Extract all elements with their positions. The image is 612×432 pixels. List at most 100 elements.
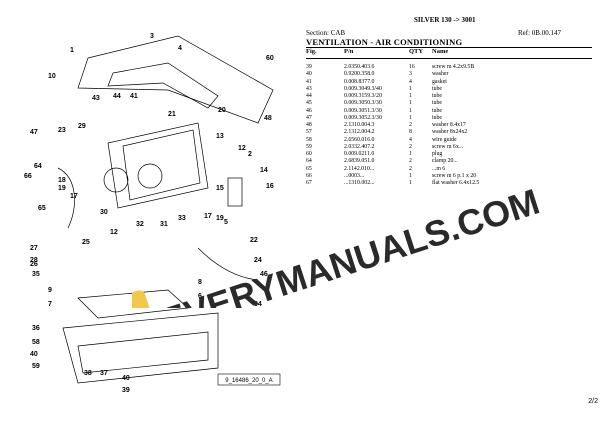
pn-cell: 0.009.3052.3/30 xyxy=(344,114,382,121)
pn-cell: 2.0350.403.6 xyxy=(344,64,375,70)
blower-fan-left xyxy=(103,167,129,193)
qty-cell: 8 xyxy=(409,129,412,136)
callout-label: 58 xyxy=(32,339,40,346)
qty-cell: 2 xyxy=(409,158,412,165)
callout-label: 23 xyxy=(58,127,66,134)
name-cell: tube xyxy=(432,93,442,99)
callout-label: 16 xyxy=(266,183,274,190)
table-row: 59 2.0332.407.2 2 screw m 6x... xyxy=(306,144,592,151)
callout-label: 66 xyxy=(24,173,32,180)
reference-number: Ref: 0B.00.147 xyxy=(518,29,561,37)
col-qty: QTY xyxy=(409,48,424,55)
name-cell: plug xyxy=(432,151,443,157)
evaporator-housing xyxy=(107,122,209,209)
callout-label: 48 xyxy=(264,115,272,122)
callout-label: 15 xyxy=(216,185,224,192)
callout-label: 28 xyxy=(30,257,38,264)
callout-label: 27 xyxy=(30,245,38,252)
fig-cell: 39 xyxy=(306,64,312,70)
qty-cell: 2 xyxy=(409,143,412,150)
qty-cell: 16 xyxy=(409,64,415,70)
callout-label: 64 xyxy=(34,163,42,170)
col-name: Name xyxy=(432,48,449,55)
name-cell: screw m 6x... xyxy=(432,143,464,150)
fig-cell: 57 xyxy=(306,129,312,136)
fig-cell: 64 xyxy=(306,158,312,165)
callout-label: 20 xyxy=(218,107,226,114)
fig-cell: 66 xyxy=(306,172,312,179)
callout-label: 30 xyxy=(100,209,108,216)
callout-label: 5 xyxy=(224,219,228,226)
name-cell: ...m 6 xyxy=(432,165,446,172)
name-cell: tube xyxy=(432,100,442,107)
fig-cell: 67 xyxy=(306,180,312,186)
pn-cell: 0.9200.358.0 xyxy=(344,71,375,78)
pn-cell: 2.6560.016.0 xyxy=(344,136,375,143)
name-cell: tube xyxy=(432,85,442,92)
callout-label: 26 xyxy=(30,261,38,268)
fig-cell: 48 xyxy=(306,122,312,128)
callout-label: 44 xyxy=(113,93,121,100)
hose-right xyxy=(197,247,259,281)
callout-label: 19 xyxy=(58,185,66,192)
name-cell: wire guide xyxy=(432,136,457,143)
pn-cell: 0.009.3049.3/40 xyxy=(344,85,382,92)
callout-label: 25 xyxy=(82,239,90,246)
pn-cell: 2.1310.004.3 xyxy=(344,122,375,128)
qty-cell: 1 xyxy=(409,180,412,186)
evaporator-core xyxy=(122,129,201,201)
cab-roof-cover xyxy=(77,35,274,124)
callout-label: 17 xyxy=(70,193,78,200)
qty-cell: 1 xyxy=(409,172,412,179)
qty-cell: 1 xyxy=(409,85,412,92)
pn-cell: 2.6839.051.0 xyxy=(344,158,375,165)
callout-label: 10 xyxy=(48,73,56,80)
callout-label: 32 xyxy=(136,221,144,228)
table-row: 67 ...1310.002... 1 flat washer 6.4x12.5 xyxy=(306,180,592,187)
callout-label: 3 xyxy=(150,33,154,40)
callout-label: 36 xyxy=(32,325,40,332)
qty-cell: 2 xyxy=(409,122,412,128)
fig-cell: 41 xyxy=(306,78,312,85)
pn-cell: 2.1312.004.2 xyxy=(344,129,375,136)
blower-fan-right xyxy=(137,163,163,189)
fig-cell: 44 xyxy=(306,93,312,99)
callout-label: 40 xyxy=(30,351,38,358)
name-cell: screw m 6 p.1 x 20 xyxy=(432,172,477,179)
page-number: 2/2 xyxy=(588,398,598,405)
callout-label: 1 xyxy=(70,47,74,54)
callout-label: 29 xyxy=(78,123,86,130)
callout-label: 65 xyxy=(38,205,46,212)
callout-label: 39 xyxy=(122,387,130,394)
roof-vent-grille xyxy=(107,62,219,109)
pn-cell: 2.0332.407.2 xyxy=(344,143,375,150)
callout-label: 46 xyxy=(260,271,268,278)
callout-label: 35 xyxy=(32,271,40,278)
qty-cell: 1 xyxy=(409,151,412,157)
fig-cell: 59 xyxy=(306,143,312,150)
name-cell: flat washer 6.4x12.5 xyxy=(432,180,480,186)
callout-label: 24 xyxy=(254,257,262,264)
callout-label: 19 xyxy=(216,215,224,222)
pn-cell: ...1310.002... xyxy=(344,180,375,186)
bracket-plate xyxy=(77,289,189,319)
pn-cell: 0.008.8377.0 xyxy=(344,78,375,85)
callout-label: 43 xyxy=(92,95,100,102)
pn-cell: 2.1142.010... xyxy=(344,165,375,172)
fig-cell: 45 xyxy=(306,100,312,107)
callout-label: 9 xyxy=(48,287,52,294)
col-pn: P/n xyxy=(344,48,354,55)
document-title: SILVER 130 -> 3001 xyxy=(414,16,476,24)
